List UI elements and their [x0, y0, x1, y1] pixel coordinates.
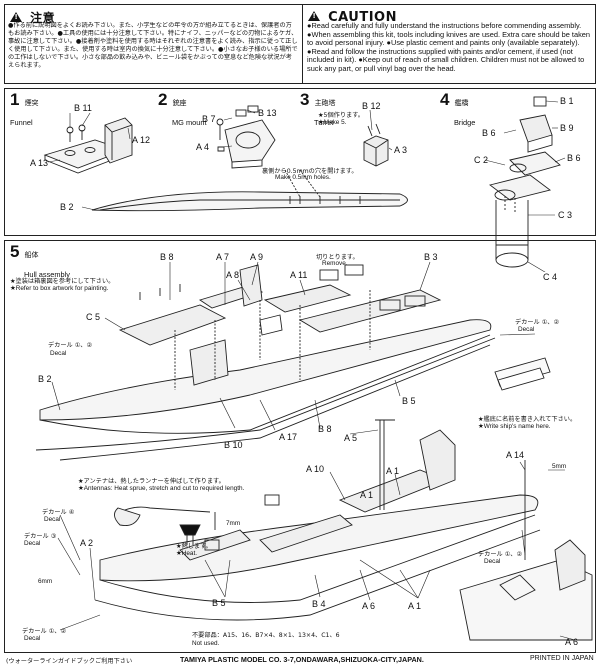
paint-note-en: ★Refer to box artwork for painting. — [10, 285, 109, 292]
decal-12-left-jp: デカール ①、② — [48, 342, 92, 349]
turret-note-en: ★Make 5. — [318, 119, 347, 126]
part-label-b8-mid: B 8 — [318, 424, 332, 434]
antenna-note-jp: ★アンテナは、熱したランナーを伸ばして作ります。 — [78, 478, 225, 485]
decal-4-jp: デカール ④ — [42, 509, 75, 516]
step-5-panel — [4, 240, 596, 653]
footer-guidebook-jp: (ウォーターラインガイドブックご利用下さい — [6, 658, 133, 665]
decal-4-en: Decal — [44, 516, 61, 523]
part-label-a6-right: A 6 — [565, 637, 579, 647]
part-label-b10: B 10 — [224, 440, 243, 450]
part-label-a10: A 10 — [306, 464, 325, 474]
decal-12-right-jp: デカール ①、② — [478, 551, 522, 558]
warning-triangle-icon — [10, 12, 22, 22]
dimension-7mm: 7mm — [226, 520, 241, 527]
part-label-b4: B 4 — [312, 599, 326, 609]
part-label-a11: A 11 — [290, 270, 308, 280]
part-label-c2: C 2 — [474, 155, 489, 165]
part-label-b8-top: B 8 — [160, 252, 174, 262]
footer-printed: PRINTED IN JAPAN — [530, 655, 594, 662]
unused-parts-en: Not used. — [192, 640, 220, 647]
part-label-b9: B 9 — [560, 123, 574, 133]
part-label-a12: A 12 — [132, 135, 151, 145]
decal-12-left-en: Decal — [50, 350, 67, 357]
steps-1-4-panel — [4, 88, 596, 236]
decal-12-top-en: Decal — [518, 326, 535, 333]
caution-divider — [302, 4, 303, 84]
part-label-c5: C 5 — [86, 312, 101, 322]
part-label-c4: C 4 — [542, 272, 559, 282]
jp-caution-body: ●作る前に説明図をよくお読み下さい。また、小学生などの年令の方が組み立てるときは… — [8, 22, 298, 69]
part-label-deck-b2: B 2 — [60, 202, 74, 212]
part-label-a1-left: A 1 — [360, 490, 374, 500]
en-caution-body: ●Read carefully and fully understand the… — [307, 22, 590, 73]
part-label-a9: A 9 — [250, 252, 264, 262]
step-3-heading: 3 主砲塔 Turret — [300, 90, 336, 127]
remove-note-jp: 切りとります。 — [316, 254, 359, 261]
part-label-a14: A 14 — [506, 450, 525, 460]
decal-12-bottom-jp: デカール ①、② — [22, 628, 66, 635]
part-label-a13: A 13 — [30, 158, 49, 168]
decal-3-jp: デカール ③ — [24, 533, 57, 540]
part-label-a8: A 8 — [226, 270, 240, 280]
part-label-b6-left: B 6 — [482, 128, 496, 138]
part-label-b5-top: B 5 — [402, 396, 416, 406]
decal-12-top-jp: デカール ①、② — [515, 319, 559, 326]
part-label-b1: B 1 — [560, 96, 574, 106]
part-label-a2: A 2 — [80, 538, 94, 548]
part-label-a3: A 3 — [394, 145, 408, 155]
part-label-b13: B 13 — [258, 108, 277, 118]
part-label-c3: C 3 — [558, 210, 573, 220]
decal-3-en: Decal — [24, 540, 41, 547]
ship-name-note-jp: ★艦底に名前を書き入れて下さい。 — [478, 416, 577, 423]
decal-12-bottom-en: Decal — [24, 635, 41, 642]
part-label-a1-mid: A 1 — [386, 466, 400, 476]
holes-note-jp: 裏側から0.5mmの穴を開けます。 — [262, 168, 358, 175]
part-label-a6-mid: A 6 — [362, 601, 376, 611]
part-label-b5-bottom: B 5 — [212, 598, 226, 608]
heat-note-jp: ★熱します。 — [176, 543, 212, 550]
step-1-heading: 1 煙突 Funnel — [10, 90, 39, 127]
dimension-5mm: 5mm — [552, 463, 567, 470]
part-label-a1-bottom: A 1 — [408, 601, 422, 611]
dimension-6mm: 6mm — [38, 578, 53, 585]
part-label-b6-right: B 6 — [567, 153, 581, 163]
part-label-b2-hull: B 2 — [38, 374, 52, 384]
part-label-b11: B 11 — [74, 103, 92, 113]
holes-note-en: Make 0.5mm holes. — [275, 174, 331, 181]
ship-name-note-en: ★Write ship's name here. — [478, 423, 551, 430]
remove-note-en: Remove. — [322, 260, 348, 267]
part-label-a5: A 5 — [344, 433, 358, 443]
part-label-b7: B 7 — [202, 114, 216, 124]
paint-note-jp: ★塗装は箱裏図を参考にして下さい。 — [10, 278, 115, 285]
part-label-b12: B 12 — [362, 101, 381, 111]
en-caution-title: CAUTION — [308, 6, 397, 25]
warning-triangle-icon — [308, 11, 320, 21]
turret-note-jp: ★5個作ります。 — [318, 112, 364, 119]
part-label-a4: A 4 — [196, 142, 210, 152]
heat-note-en: ★Heat. — [176, 550, 198, 557]
unused-parts-jp: 不要部品：A15、16、B7×4、8×1、13×4、C1、6 — [192, 632, 340, 639]
antenna-note-en: ★Antennas: Heat sprue, stretch and cut t… — [78, 485, 245, 492]
part-label-a17: A 17 — [279, 432, 298, 442]
part-label-a7: A 7 — [216, 252, 230, 262]
step-5-heading: 5 船体 Hull assembly — [10, 242, 71, 279]
step-2-heading: 2 銃座 MG mount — [158, 90, 207, 127]
step-4-heading: 4 艦橋 Bridge — [440, 90, 476, 127]
jp-caution-title: 注意 — [10, 7, 55, 26]
footer-company: TAMIYA PLASTIC MODEL CO. 3-7,ONDAWARA,SH… — [180, 655, 424, 664]
decal-12-right-en: Decal — [484, 558, 501, 565]
caution-box — [4, 4, 596, 84]
part-label-b3: B 3 — [424, 252, 438, 262]
